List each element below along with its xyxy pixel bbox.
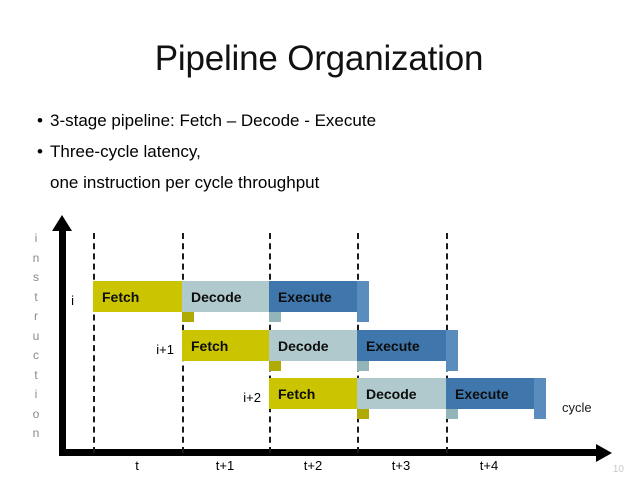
- page-number: 10: [612, 464, 624, 475]
- x-axis-label: cycle: [562, 400, 592, 415]
- stage-block-fetch: Fetch: [93, 281, 194, 322]
- y-axis-letter: t: [34, 367, 38, 382]
- bullet-marker-icon: •: [37, 142, 43, 161]
- y-axis-letter: u: [32, 328, 40, 343]
- pipeline-diagram: i n s t r u c t i o n i Fetch Decode: [0, 215, 638, 479]
- stage-label: Execute: [357, 330, 446, 361]
- y-axis-letter: n: [32, 250, 40, 265]
- stage-block-execute: Execute: [269, 281, 369, 322]
- y-axis-label: i n s t r u c t i o n: [28, 229, 44, 444]
- y-axis-letter: s: [33, 270, 39, 284]
- row-label-i: i: [71, 293, 74, 308]
- y-axis-letter: t: [34, 289, 38, 304]
- stage-label: Execute: [446, 378, 534, 409]
- x-tick-label: t+4: [479, 458, 499, 473]
- stage-label: Fetch: [93, 281, 182, 312]
- stage-block-fetch: Fetch: [182, 330, 281, 371]
- x-axis-line: [59, 449, 600, 456]
- bullet-text: 3-stage pipeline: Fetch – Decode - Execu…: [50, 111, 377, 130]
- y-axis-letter: n: [32, 426, 40, 440]
- row-label-i-plus-1: i+1: [156, 342, 174, 357]
- list-item: • 3-stage pipeline: Fetch – Decode - Exe…: [30, 108, 550, 134]
- page-title: Pipeline Organization: [154, 39, 484, 78]
- x-axis-arrow-icon: [596, 444, 612, 462]
- list-item: • Three-cycle latency,: [30, 139, 550, 165]
- stage-side-face: [534, 378, 546, 419]
- y-axis-line: [59, 228, 66, 456]
- stage-side-face: [357, 281, 369, 322]
- bullet-marker-icon: •: [37, 111, 43, 130]
- y-axis-arrow-icon: [52, 215, 72, 231]
- y-axis-letter: r: [34, 309, 38, 323]
- gridline: [93, 233, 95, 453]
- stage-side-face: [446, 330, 458, 371]
- stage-block-decode: Decode: [269, 330, 369, 371]
- x-tick-label: t+1: [215, 458, 235, 473]
- stage-block-execute: Execute: [357, 330, 458, 371]
- stage-label: Fetch: [269, 378, 357, 409]
- stage-label: Fetch: [182, 330, 269, 361]
- y-axis-letter: i: [34, 231, 38, 245]
- bullet-list: • 3-stage pipeline: Fetch – Decode - Exe…: [30, 108, 550, 196]
- bullet-continuation-text: one instruction per cycle throughput: [50, 173, 320, 192]
- stage-block-decode: Decode: [357, 378, 458, 419]
- y-axis-letter: i: [34, 387, 38, 401]
- stage-block-fetch: Fetch: [269, 378, 369, 419]
- stage-label: Decode: [357, 378, 446, 409]
- y-axis-letter: c: [33, 348, 39, 362]
- stage-label: Decode: [182, 281, 269, 312]
- stage-block-execute: Execute: [446, 378, 546, 419]
- stage-label: Decode: [269, 330, 357, 361]
- stage-label: Execute: [269, 281, 357, 312]
- y-axis-letter: o: [32, 406, 40, 421]
- x-tick-label: t: [135, 458, 139, 473]
- row-label-i-plus-2: i+2: [243, 390, 261, 405]
- x-tick-label: t+2: [303, 458, 323, 473]
- x-tick-label: t+3: [391, 458, 411, 473]
- stage-block-decode: Decode: [182, 281, 281, 322]
- bullet-text: Three-cycle latency,: [50, 142, 201, 161]
